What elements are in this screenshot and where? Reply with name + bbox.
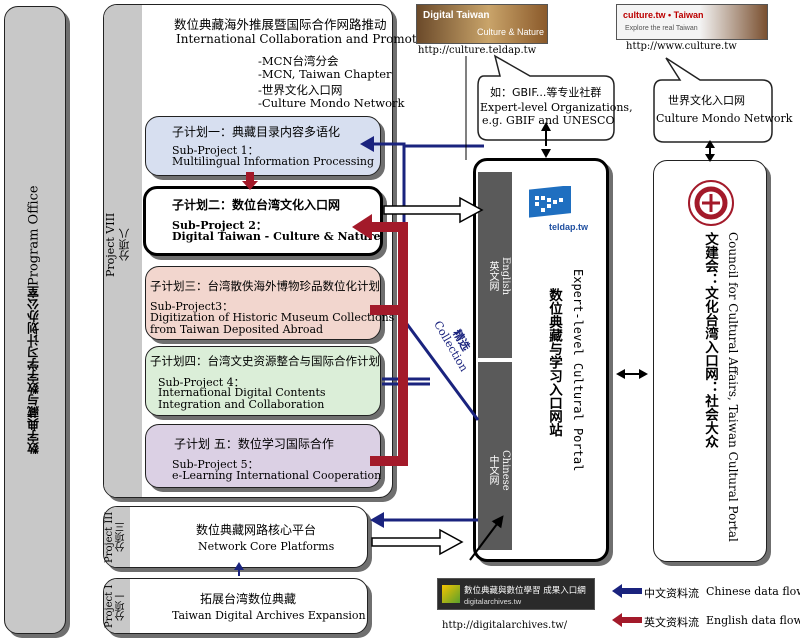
expert-callout-l3: e.g. GBIF and UNESCO: [482, 114, 615, 127]
teldap-thumbnail[interactable]: Digital Taiwan Culture & Nature: [416, 4, 548, 44]
url-teldap[interactable]: http://culture.teldap.tw: [418, 45, 537, 56]
subproject-1[interactable]: [145, 116, 381, 176]
expansion-zh: 拓展台湾数位典藏: [200, 592, 297, 606]
sub4-en3: Integration and Collaboration: [158, 398, 325, 411]
legend-blue-arrow-icon: [612, 584, 642, 598]
project1-box: [103, 578, 368, 634]
legend-english-zh: 英文资料流: [644, 616, 699, 629]
program-office-bar: [4, 6, 66, 634]
cca-portal-box[interactable]: [653, 160, 767, 562]
mondo-callout-l1: 世界文化入口网: [668, 94, 745, 107]
cca-zh: 文建会：文化台湾入口网：社会大众: [702, 232, 718, 448]
url-culture[interactable]: http://www.culture.tw: [626, 41, 737, 52]
sub5-en1: Sub-Project 5：: [172, 458, 259, 471]
portal-zh: 数位典藏与学习入口网站: [546, 287, 562, 437]
expert-callout-l2: Expert-level Organizations,: [480, 101, 633, 114]
sub4-en2: International Digital Contents: [158, 386, 326, 399]
header-line-3: -世界文化入口网: [258, 83, 343, 97]
core-zh: 数位典藏网路核心平台: [196, 523, 317, 537]
sub3-zh: 子计划三：台湾散佚海外博物珍品数位化计划: [150, 279, 380, 293]
portal-en: Expert-level Cultural Portal: [571, 268, 585, 472]
mondo-callout-l2: Culture Mondo Network: [656, 112, 793, 125]
core-en: Network Core Platforms: [198, 540, 335, 553]
subproject-2[interactable]: [143, 186, 383, 256]
digitalarchives-logo-icon: [442, 585, 460, 603]
culture-thumb-title: culture.tw • Taiwan: [623, 10, 704, 20]
project3-strip: [104, 507, 130, 567]
subproject-4[interactable]: [145, 346, 381, 416]
legend-chinese-zh: 中文资料流: [644, 587, 699, 600]
sub1-zh: 子计划一：典藏目录内容多语化: [172, 125, 341, 139]
expert-callout-bubble: [477, 54, 615, 141]
teldap-logo-text: teldap.tw: [549, 222, 589, 232]
cca-en: Council for Cultural Affairs, Taiwan Cul…: [726, 232, 740, 542]
teldap-thumb-title: Digital Taiwan: [423, 10, 490, 21]
legend-english-en: English data flow: [706, 614, 800, 627]
sub1-en2: Multilingual Information Processing: [172, 155, 375, 168]
header-en: International Collaboration and Promotio…: [176, 32, 436, 46]
teldap-logo: teldap.tw: [525, 185, 595, 234]
header-line-1: -MCN台湾分会: [258, 54, 339, 68]
header-line-2: -MCN, Taiwan Chapter: [258, 67, 392, 81]
sub2-en1: Sub-Project 2：: [172, 219, 267, 232]
sub4-zh: 子计划四：台湾文史资源整合与国际合作计划: [150, 354, 380, 368]
legend-chinese-en: Chinese data flow: [706, 585, 800, 598]
cca-seal-icon: [688, 180, 734, 226]
expert-callout-l1: 如：GBIF...等专业社群: [490, 86, 602, 99]
culture-thumbnail[interactable]: culture.tw • Taiwan Explore the real Tai…: [616, 4, 768, 40]
sub1-en1: Sub-Project 1：: [172, 144, 259, 157]
header-zh: 数位典藏海外推展暨国际合作网路推动: [174, 17, 387, 32]
mondo-callout-bubble: [653, 57, 773, 143]
sub5-zh: 子计划 五：数位学习国际合作: [174, 437, 334, 451]
sub3-en3: from Taiwan Deposited Abroad: [150, 323, 324, 336]
url-digitalarchives[interactable]: http://digitalarchives.tw/: [442, 620, 568, 631]
subproject-5[interactable]: [145, 424, 381, 488]
culture-thumb-sub: Explore the real Taiwan: [625, 25, 698, 32]
sub3-en1: Sub-Project3：: [150, 300, 234, 313]
sub5-en2: e-Learning International Cooperation: [172, 469, 382, 482]
legend-red-arrow-icon: [612, 613, 642, 627]
header-line-4: -Culture Mondo Network: [258, 96, 405, 110]
english-site-strip[interactable]: [478, 172, 512, 358]
project3-box: [103, 506, 368, 568]
teldap-thumb-sub: Culture & Nature: [477, 27, 545, 37]
digitalarchives-thumb-sub: digitalarchives.tw: [464, 597, 522, 606]
sub4-en1: Sub-Project 4：: [158, 376, 245, 389]
digitalarchives-thumb-title: 數位典藏與數位學習 成果入口網: [464, 586, 586, 596]
digitalarchives-thumbnail[interactable]: 數位典藏與數位學習 成果入口網 digitalarchives.tw: [437, 578, 595, 610]
sub3-en2: Digitization of Historic Museum Collecti…: [150, 311, 395, 324]
sub2-zh: 子计划二：数位台湾文化入口网: [172, 198, 341, 212]
subproject-3[interactable]: [145, 266, 381, 340]
sub2-en2: Digital Taiwan - Culture & Nature: [172, 230, 381, 243]
teldap-logo-icon: [529, 185, 571, 218]
project8-strip: [104, 5, 142, 497]
project1-strip: [104, 579, 130, 633]
expansion-en: Taiwan Digital Archives Expansion: [172, 609, 366, 622]
